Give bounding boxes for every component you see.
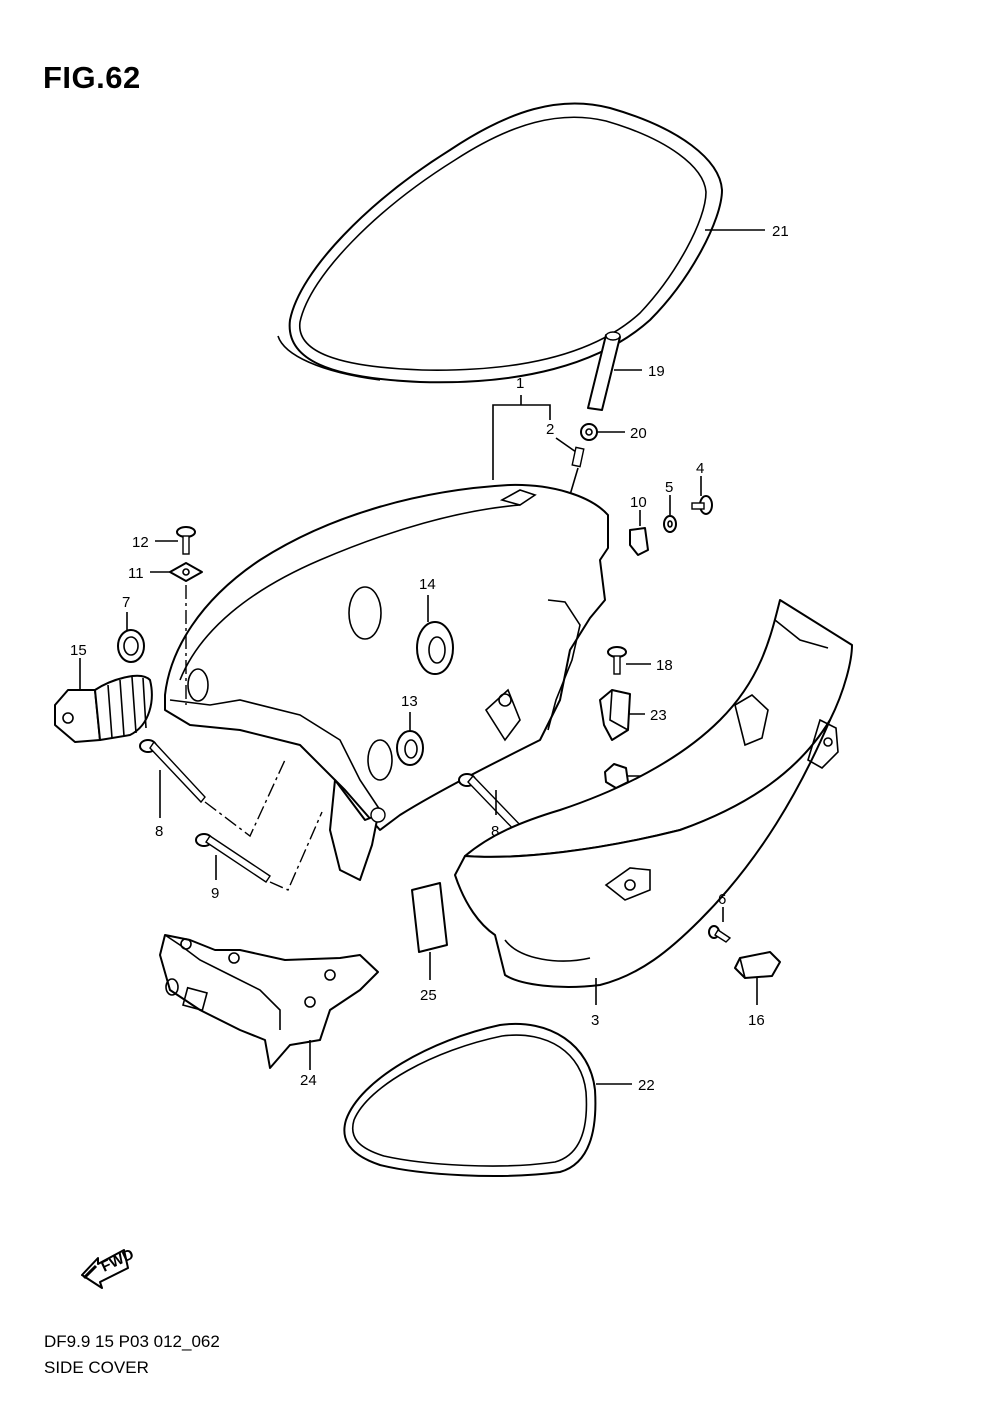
- part-2-stud: [571, 446, 585, 468]
- part-25-pad: [411, 882, 448, 953]
- part-15-boot: [54, 674, 153, 743]
- figure-name: SIDE COVER: [44, 1358, 149, 1377]
- part-6-screw: [708, 925, 732, 943]
- callout-16: 16: [748, 1012, 765, 1029]
- part-14-grommet: [416, 621, 454, 675]
- part-10-clip: [629, 527, 649, 556]
- callout-7: 7: [122, 594, 130, 611]
- callout-14: 14: [419, 576, 436, 593]
- callout-24: 24: [300, 1072, 317, 1089]
- fwd-arrow-icon: FWD: [81, 1246, 137, 1289]
- part-13-grommet: [396, 730, 424, 766]
- part-21-seal: [277, 102, 723, 384]
- axis-8-left: [204, 759, 286, 838]
- part-7-grommet: [117, 629, 145, 663]
- figure-title: FIG.62: [43, 60, 141, 95]
- axis-9: [269, 811, 323, 891]
- part-11-nut: [169, 562, 203, 582]
- figure-code: DF9.9 15 P03 012_062: [44, 1332, 220, 1351]
- part-18-screw: [607, 646, 627, 675]
- callout-4: 4: [696, 460, 704, 477]
- part-20-clip: [580, 423, 598, 441]
- part-16-plug: [734, 951, 781, 979]
- callout-19: 19: [648, 363, 665, 380]
- callout-23: 23: [650, 707, 667, 724]
- leader-2: [555, 437, 577, 453]
- callout-22: 22: [638, 1077, 655, 1094]
- part-24-bracket: [159, 934, 379, 1069]
- part-4-screw: [691, 495, 713, 515]
- callout-21: 21: [772, 223, 789, 240]
- callout-13: 13: [401, 693, 418, 710]
- part-8-bolt-left: [139, 739, 206, 804]
- callout-8-right: 8: [491, 823, 499, 840]
- part-22-seal: [343, 1022, 597, 1177]
- callout-1: 1: [516, 375, 524, 392]
- part-9-bolt: [195, 833, 271, 883]
- leader-1: [492, 404, 551, 480]
- part-12-screw: [176, 526, 196, 555]
- callout-9: 9: [211, 885, 219, 902]
- callout-20: 20: [630, 425, 647, 442]
- callout-11: 11: [128, 565, 144, 582]
- callout-3: 3: [591, 1012, 599, 1029]
- callout-15: 15: [70, 642, 87, 659]
- callout-2: 2: [546, 421, 554, 438]
- part-23-bracket: [599, 689, 631, 741]
- part-1-side-cover: [164, 483, 609, 881]
- callout-25: 25: [420, 987, 437, 1004]
- callout-10: 10: [630, 494, 647, 511]
- callout-5: 5: [665, 479, 673, 496]
- callout-8-left: 8: [155, 823, 163, 840]
- callout-18: 18: [656, 657, 673, 674]
- callout-6: 6: [718, 891, 726, 908]
- part-5-washer: [663, 515, 677, 533]
- part-3-lower-cover: [454, 599, 853, 988]
- callout-12: 12: [132, 534, 149, 551]
- part-19-tube: [587, 331, 621, 411]
